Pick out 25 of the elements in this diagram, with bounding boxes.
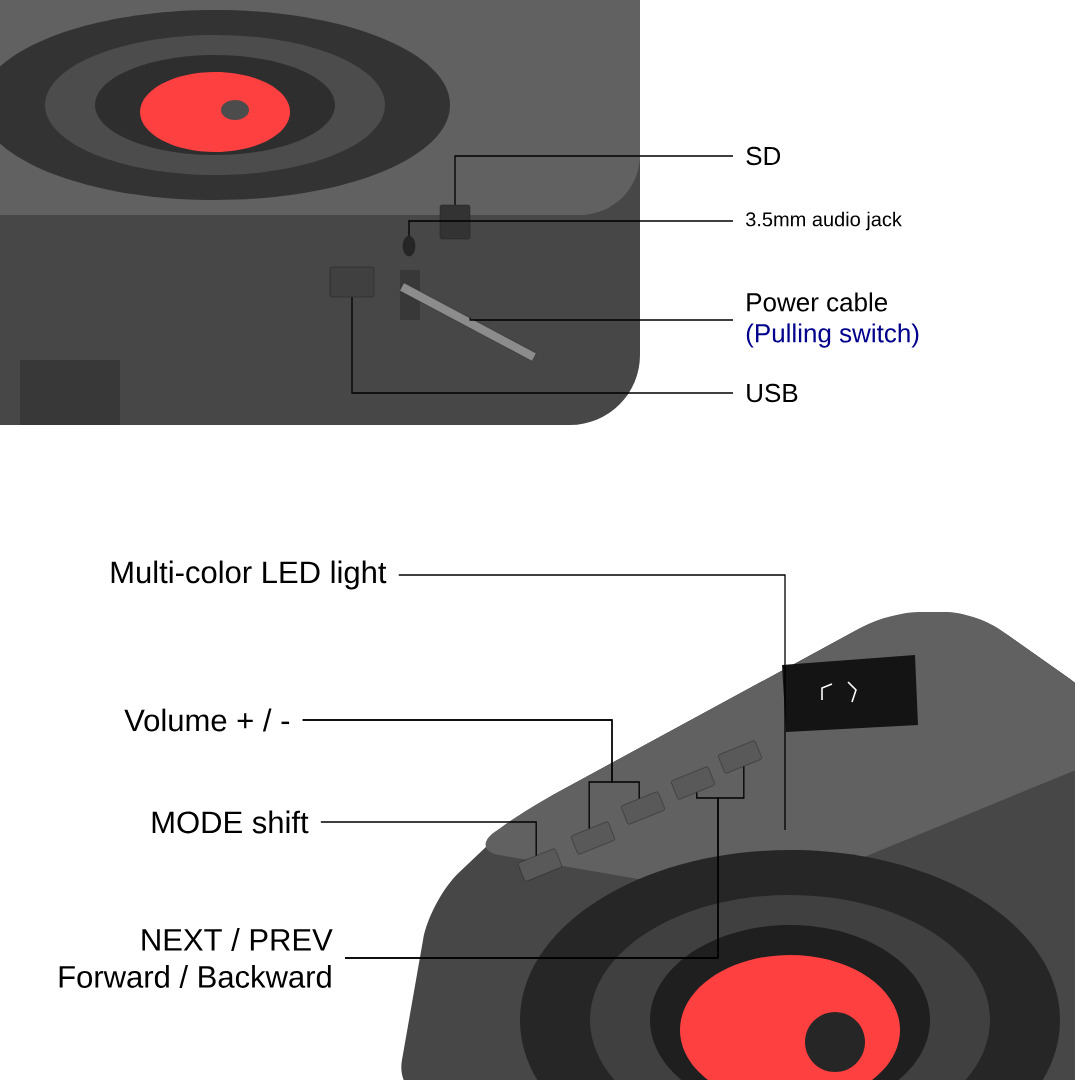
leader-line [454,155,734,206]
callout-text: 3.5mm audio jack [745,211,902,231]
callout-text: Volume + / - [124,708,290,732]
push-button [671,766,715,800]
callout-text: NEXT / PREV Forward / Backward [59,928,333,988]
sd-card-slot [439,204,471,240]
push-button [571,821,615,855]
leader-line [469,317,734,321]
push-button [518,848,562,882]
callout-text: Multi-color LED light [111,560,387,590]
leader-line [408,220,734,237]
leader-line [344,765,745,959]
audio-jack [402,235,416,257]
usb-port [329,266,375,298]
push-button [621,791,665,825]
leader-line [320,821,537,857]
push-button [718,740,762,774]
leader-line [302,719,640,800]
power-cable [399,282,537,362]
leader-line [398,574,786,831]
callout-text: Power cable (Pulling switch) [746,292,919,348]
leader-line [351,296,734,394]
callout-text: MODE shift [152,810,309,834]
callout-text: SD [746,146,781,166]
callout-text: USB [747,383,798,403]
